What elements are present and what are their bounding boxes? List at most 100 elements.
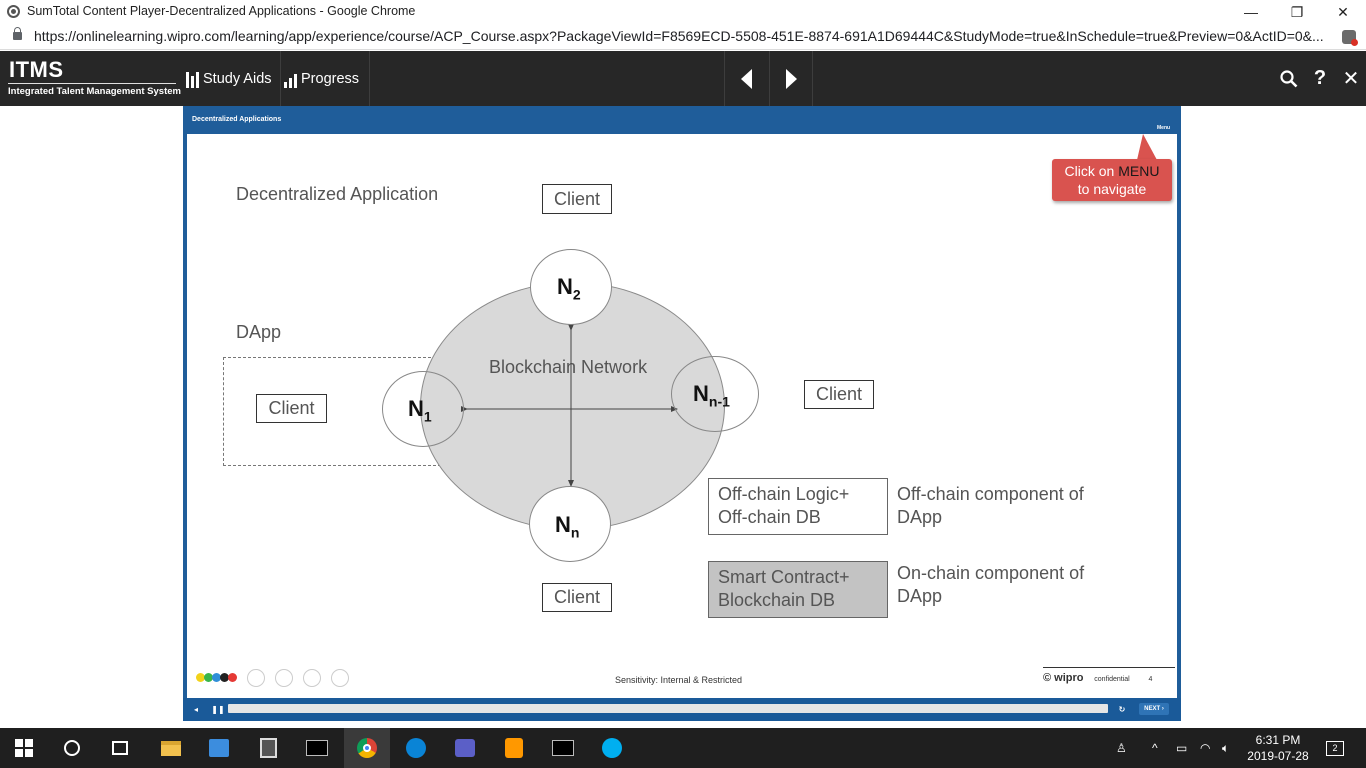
page-favicon-icon bbox=[7, 5, 20, 18]
node-n-minus-1-label: Nn-1 bbox=[693, 381, 730, 410]
callout-suffix: to navigate bbox=[1077, 181, 1147, 197]
pause-button[interactable]: ❚❚ bbox=[211, 704, 225, 714]
slide-area: Click on MENU to navigate Decentralized … bbox=[187, 134, 1177, 699]
arrow-right-icon bbox=[785, 68, 797, 89]
close-window-button[interactable]: ✕ bbox=[1337, 3, 1349, 20]
wifi-icon[interactable]: ◠ bbox=[1200, 741, 1211, 755]
seek-bar[interactable] bbox=[228, 704, 1108, 713]
eraser-icon[interactable] bbox=[247, 669, 265, 687]
menu-button[interactable]: Menu bbox=[1157, 125, 1171, 131]
footer-divider bbox=[1043, 667, 1175, 668]
study-aids-button[interactable]: Study Aids bbox=[186, 51, 281, 106]
windows-taskbar: ♙ ^ ▭ ◠ 🔈︎ 6:31 PM 2019-07-28 2 bbox=[0, 728, 1366, 768]
logo-title: ITMS bbox=[9, 57, 64, 82]
settings-app-icon[interactable] bbox=[205, 734, 233, 762]
player-title: Decentralized Applications bbox=[192, 116, 282, 123]
next-button[interactable]: NEXT › bbox=[1139, 703, 1169, 715]
offchain-box-line1: Off-chain Logic+ bbox=[718, 484, 850, 504]
restore-button[interactable]: ❐ bbox=[1290, 3, 1304, 20]
onchain-legend-box: Smart Contract+ Blockchain DB bbox=[708, 561, 888, 618]
callout-highlight: MENU bbox=[1118, 163, 1160, 179]
node-n1-label: N1 bbox=[408, 396, 432, 425]
clock-date: 2019-07-28 bbox=[1247, 749, 1309, 763]
browser-title-bar: SumTotal Content Player-Decentralized Ap… bbox=[0, 0, 1366, 24]
logo-divider bbox=[8, 83, 176, 84]
pen-red-icon[interactable] bbox=[228, 673, 237, 682]
volume-button[interactable]: ◂ bbox=[193, 704, 198, 714]
copy-icon[interactable] bbox=[275, 669, 293, 687]
previous-slide-button[interactable] bbox=[724, 51, 768, 106]
teams-icon[interactable] bbox=[451, 734, 479, 762]
calculator-icon[interactable] bbox=[254, 734, 282, 762]
pen-black-icon[interactable] bbox=[220, 673, 229, 682]
node-nn bbox=[529, 486, 611, 562]
file-explorer-icon[interactable] bbox=[157, 734, 185, 762]
clock-time: 6:31 PM bbox=[1255, 733, 1301, 747]
pen-green-icon[interactable] bbox=[204, 673, 213, 682]
node-n1 bbox=[382, 371, 464, 447]
next-slide-button[interactable] bbox=[769, 51, 813, 106]
node-n2-label: N2 bbox=[557, 274, 581, 303]
replay-button[interactable]: ↻ bbox=[1118, 704, 1126, 714]
search-button[interactable] bbox=[1274, 51, 1304, 106]
clear-icon[interactable] bbox=[331, 669, 349, 687]
sensitivity-footer: Sensitivity: Internal & Restricted bbox=[615, 675, 743, 685]
callout-pointer bbox=[1137, 134, 1157, 160]
study-aids-icon bbox=[186, 70, 201, 88]
lock-icon[interactable] bbox=[13, 27, 22, 40]
tray-chevron-icon[interactable]: ^ bbox=[1152, 741, 1158, 755]
sublime-text-icon[interactable] bbox=[500, 734, 528, 762]
onchain-description: On-chain component of DApp bbox=[897, 563, 1085, 606]
battery-icon[interactable]: ▭ bbox=[1176, 741, 1188, 755]
search-icon bbox=[1280, 69, 1298, 87]
terminal-icon-1[interactable] bbox=[303, 734, 331, 762]
page-number: 4 bbox=[1148, 676, 1153, 683]
task-view-icon[interactable] bbox=[106, 734, 134, 762]
client-box-bottom: Client bbox=[542, 583, 612, 612]
offchain-box-line2: Off-chain DB bbox=[718, 507, 821, 527]
pen-blue-icon[interactable] bbox=[212, 673, 221, 682]
url-text[interactable]: https://onlinelearning.wipro.com/learnin… bbox=[34, 28, 1324, 44]
notification-center-icon[interactable]: 2 bbox=[1326, 728, 1344, 768]
notification-count: 2 bbox=[1326, 740, 1344, 756]
progress-bars-icon bbox=[284, 70, 299, 88]
app-header: ITMS Integrated Talent Management System… bbox=[0, 51, 1366, 106]
arrow-left-icon bbox=[741, 68, 752, 89]
dapp-label: DApp bbox=[236, 322, 282, 342]
onchain-box-line2: Blockchain DB bbox=[718, 590, 836, 610]
zoom-icon[interactable] bbox=[303, 669, 321, 687]
volume-icon[interactable]: 🔈︎ bbox=[1222, 740, 1230, 755]
people-icon[interactable]: ♙ bbox=[1116, 741, 1127, 755]
onchain-box-line1: Smart Contract+ bbox=[718, 567, 850, 587]
system-clock[interactable]: 6:31 PM 2019-07-28 bbox=[1240, 732, 1316, 764]
address-bar[interactable]: https://onlinelearning.wipro.com/learnin… bbox=[0, 24, 1366, 50]
client-box-left: Client bbox=[256, 394, 327, 423]
node-n-minus-1 bbox=[671, 356, 759, 432]
menu-callout: Click on MENU to navigate bbox=[1052, 159, 1172, 201]
progress-button[interactable]: Progress bbox=[284, 51, 370, 106]
confidential-label: confidential bbox=[1094, 676, 1130, 683]
windows-start-icon[interactable] bbox=[10, 734, 38, 762]
pen-yellow-icon[interactable] bbox=[196, 673, 205, 682]
skype-business-icon[interactable] bbox=[402, 734, 430, 762]
extension-icon[interactable] bbox=[1342, 30, 1358, 46]
study-aids-label: Study Aids bbox=[203, 70, 272, 87]
content-player: Decentralized Applications Menu Click on… bbox=[183, 106, 1181, 721]
terminal-icon-2[interactable] bbox=[549, 734, 577, 762]
minimize-button[interactable]: — bbox=[1244, 4, 1258, 20]
node-nn-label: Nn bbox=[555, 512, 580, 541]
chrome-taskbar-icon[interactable] bbox=[344, 728, 390, 768]
player-control-bar: ◂ ❚❚ ↻ NEXT › bbox=[183, 698, 1181, 721]
help-button[interactable]: ? bbox=[1313, 67, 1327, 89]
skype-icon[interactable] bbox=[598, 734, 626, 762]
slide-heading: Decentralized Application bbox=[236, 184, 439, 204]
node-n2 bbox=[530, 249, 612, 325]
close-player-button[interactable]: ✕ bbox=[1342, 68, 1360, 90]
itms-logo: ITMS Integrated Talent Management System bbox=[0, 51, 183, 106]
offchain-description: Off-chain component of DApp bbox=[897, 484, 1084, 527]
client-box-right: Client bbox=[804, 380, 874, 409]
client-box-top: Client bbox=[542, 184, 612, 214]
cortana-search-icon[interactable] bbox=[58, 734, 86, 762]
network-arrows bbox=[461, 324, 678, 487]
progress-label: Progress bbox=[301, 70, 360, 87]
